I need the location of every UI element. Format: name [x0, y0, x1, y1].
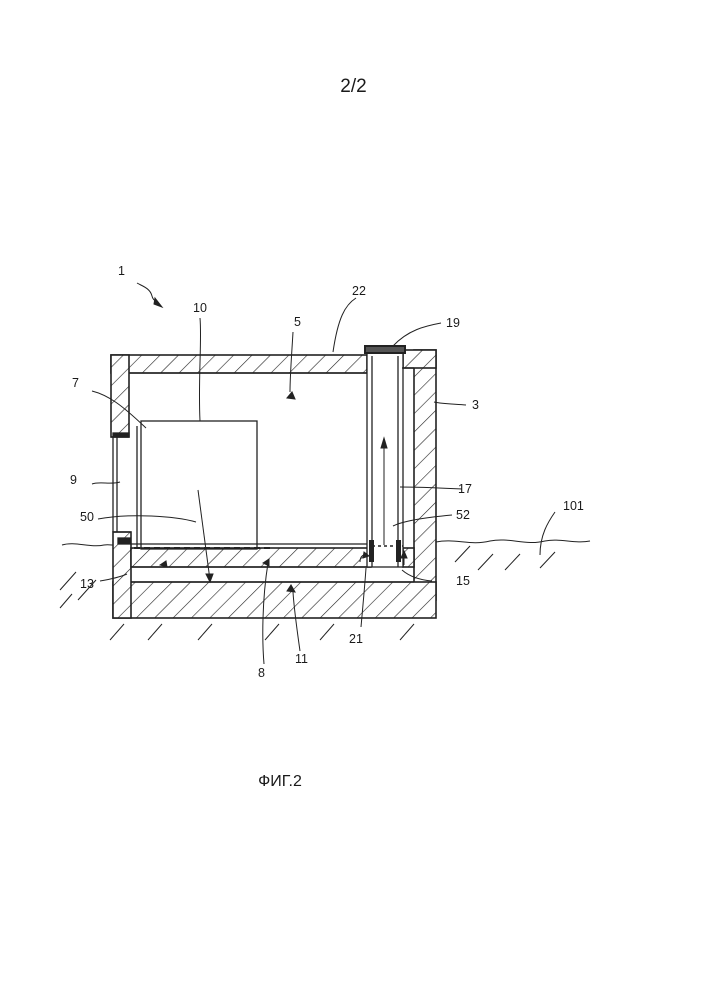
figure-caption: ФИГ.2: [0, 773, 560, 791]
ref-21: 21: [349, 632, 363, 646]
ref-5: 5: [294, 315, 301, 329]
left-wall-upper: [111, 355, 129, 437]
vertical-duct: [367, 353, 403, 567]
ref-7: 7: [72, 376, 79, 390]
ref-8: 8: [258, 666, 265, 680]
ref-1: 1: [118, 264, 125, 278]
ground-line-left: [62, 544, 117, 546]
ref-50: 50: [80, 510, 94, 524]
bottom-wall: [113, 582, 436, 618]
ground-line-right: [436, 540, 590, 543]
ref-101: 101: [563, 499, 584, 513]
module-box: [141, 421, 257, 549]
ref-10: 10: [193, 301, 207, 315]
duct-cap-inner: [366, 347, 404, 352]
ref-22: 22: [352, 284, 366, 298]
top-wall: [111, 355, 367, 373]
ref-17: 17: [458, 482, 472, 496]
left-door: [111, 433, 131, 544]
ref-3: 3: [472, 398, 479, 412]
ref-52: 52: [456, 508, 470, 522]
right-wall-top: [403, 350, 436, 368]
ref-19: 19: [446, 316, 460, 330]
ref-13: 13: [80, 577, 94, 591]
ref-15: 15: [456, 574, 470, 588]
ref-9: 9: [70, 473, 77, 487]
ref-11: 11: [295, 652, 308, 666]
left-wall-lower: [113, 532, 131, 618]
right-wall: [414, 350, 436, 600]
